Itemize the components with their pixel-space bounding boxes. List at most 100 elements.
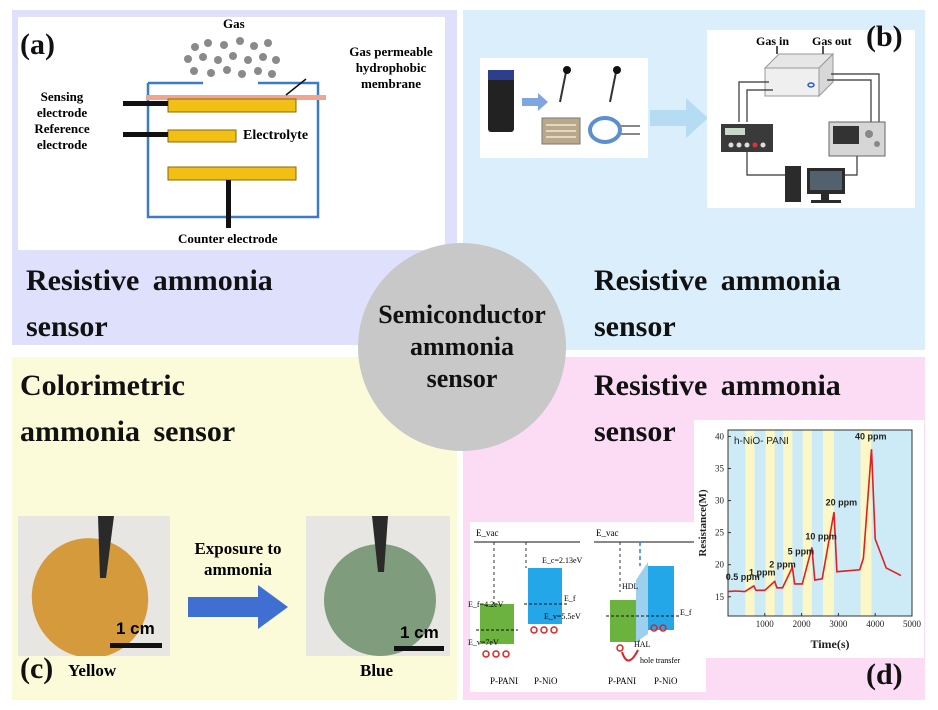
concentration-label: 5 ppm bbox=[788, 546, 815, 556]
exposure-label-line1: Exposure to bbox=[194, 539, 282, 558]
band-hal: HAL bbox=[634, 640, 651, 649]
response-line bbox=[727, 449, 902, 593]
y-tick-label: 30 bbox=[715, 496, 725, 506]
reference-label-line2: electrode bbox=[36, 137, 88, 152]
panel-a-title-line1: Resistive ammonia bbox=[26, 264, 273, 297]
reference-label-line1: Reference bbox=[34, 121, 90, 136]
band-p-nio-left: P-NiO bbox=[534, 676, 558, 686]
exposure-band bbox=[745, 430, 755, 616]
y-tick-label: 35 bbox=[715, 463, 725, 473]
membrane-label-line3: membrane bbox=[361, 76, 421, 91]
panel-c-photo-before: 1 cm bbox=[18, 516, 170, 658]
concentration-label: 10 ppm bbox=[805, 532, 837, 542]
exposure-arrow-icon bbox=[188, 585, 288, 629]
band-ef-pani: E_f=4.2eV bbox=[468, 600, 504, 609]
panel-c-title-line1: Colorimetric bbox=[20, 369, 185, 402]
blue-film-photo bbox=[324, 516, 444, 656]
panel-a-title-line2: sensor bbox=[26, 310, 108, 343]
exposure-band bbox=[822, 430, 834, 616]
x-tick-label: 1000 bbox=[756, 619, 775, 629]
scale-bar-right-label: 1 cm bbox=[400, 623, 439, 642]
gas-label: Gas bbox=[223, 16, 245, 31]
panel-d-title: Resistive ammonia sensor bbox=[594, 363, 841, 455]
band-p-pani-right: P-PANI bbox=[608, 676, 637, 686]
membrane-label-line2: hydrophobic bbox=[355, 60, 427, 75]
y-axis-label: Resistance(M) bbox=[697, 489, 709, 557]
concentration-label: 40 ppm bbox=[855, 432, 887, 442]
band-p-nio-right: P-NiO bbox=[654, 676, 678, 686]
center-label-line2: ammonia bbox=[410, 332, 514, 361]
center-topic-circle: Semiconductor ammonia sensor bbox=[358, 243, 566, 451]
y-tick-label: 25 bbox=[715, 528, 725, 538]
fabrication-steps-illustration bbox=[488, 66, 640, 145]
panel-b-tag: (b) bbox=[866, 20, 903, 53]
panel-b-fabrication bbox=[480, 58, 648, 158]
plot-background bbox=[728, 430, 912, 616]
band-ef-nio: E_f bbox=[564, 594, 576, 603]
electrolyte-label: Electrolyte bbox=[243, 128, 309, 143]
concentration-label: 20 ppm bbox=[826, 498, 858, 508]
electrode-labels: Sensing electrode Reference electrode bbox=[20, 89, 104, 153]
exposure-label: Exposure to ammonia bbox=[183, 538, 293, 580]
panel-c-title-line2: ammonia sensor bbox=[20, 415, 236, 448]
gas-particles bbox=[184, 37, 280, 78]
panel-d-title-line1: Resistive ammonia bbox=[594, 369, 841, 402]
band-evac-left: E_vac bbox=[476, 528, 499, 538]
y-tick-label: 20 bbox=[715, 560, 725, 570]
yellow-label: Yellow bbox=[68, 661, 117, 680]
panel-c-photo-after: 1 cm bbox=[306, 516, 450, 656]
counter-electrode-label: Counter electrode bbox=[178, 231, 278, 246]
panel-c-tag: (c) bbox=[20, 652, 54, 685]
band-ev-nio: E_v=5.5eV bbox=[544, 612, 581, 621]
chart-title: h-NiO- PANI bbox=[734, 436, 789, 447]
exposure-band bbox=[765, 430, 775, 616]
membrane-label: Gas permeable hydrophobic membrane bbox=[332, 44, 450, 92]
scale-bar-left-label: 1 cm bbox=[116, 619, 155, 638]
y-tick-label: 15 bbox=[715, 592, 725, 602]
membrane-label-line1: Gas permeable bbox=[349, 44, 433, 59]
panel-b-title-line1: Resistive ammonia bbox=[594, 264, 841, 297]
blue-label: Blue bbox=[360, 661, 394, 680]
panel-b-title: Resistive ammonia sensor bbox=[594, 258, 841, 350]
concentration-label: 2 ppm bbox=[769, 559, 796, 569]
band-diagram: E_vac E_vac E_f=4.2eV E_v=7eV E_c=2.13eV… bbox=[468, 522, 706, 692]
center-label-line3: sensor bbox=[426, 364, 498, 393]
exposure-band bbox=[802, 430, 812, 616]
panel-a-title: Resistive ammonia sensor bbox=[26, 258, 273, 350]
band-hdl: HDL bbox=[622, 582, 639, 591]
gas-out-label: Gas out bbox=[812, 34, 852, 48]
panel-b-setup: Gas in Gas out bbox=[707, 30, 915, 208]
panel-d-tag: (d) bbox=[866, 658, 903, 691]
band-evac-right: E_vac bbox=[596, 528, 619, 538]
x-tick-label: 3000 bbox=[829, 619, 848, 629]
x-tick-label: 2000 bbox=[793, 619, 812, 629]
gas-in-label: Gas in bbox=[756, 34, 790, 48]
x-axis-label: Time(s) bbox=[810, 637, 849, 651]
electrochemical-cell-diagram bbox=[123, 37, 326, 228]
center-label-line1: Semiconductor bbox=[378, 300, 546, 329]
panel-b-title-line2: sensor bbox=[594, 310, 676, 343]
panel-a-tag: (a) bbox=[20, 28, 55, 61]
gas-test-setup-illustration bbox=[721, 46, 886, 203]
band-p-pani-left: P-PANI bbox=[490, 676, 519, 686]
concentration-label: 1 ppm bbox=[749, 568, 776, 578]
x-tick-label: 4000 bbox=[866, 619, 885, 629]
panel-c-title: Colorimetric ammonia sensor bbox=[20, 363, 235, 455]
band-ev-pani: E_v=7eV bbox=[468, 638, 499, 647]
sensing-label-line1: Sensing bbox=[40, 89, 84, 104]
exposure-band bbox=[783, 430, 793, 616]
panel-a-schematic: Gas Gas permeable hydrophobic membrane S… bbox=[18, 16, 445, 250]
x-tick-label: 5000 bbox=[903, 619, 922, 629]
band-ef-right: E_f bbox=[680, 608, 692, 617]
plot-frame bbox=[727, 429, 913, 617]
y-tick-label: 40 bbox=[715, 431, 725, 441]
process-arrow-icon bbox=[650, 98, 708, 138]
exposure-label-line2: ammonia bbox=[204, 560, 272, 579]
band-diagram-svg bbox=[474, 541, 702, 662]
panel-d-title-line2: sensor bbox=[594, 415, 676, 448]
sensing-label-line2: electrode bbox=[36, 105, 88, 120]
concentration-label: 0.5 ppm bbox=[726, 572, 760, 582]
band-ec-nio: E_c=2.13eV bbox=[542, 556, 583, 565]
